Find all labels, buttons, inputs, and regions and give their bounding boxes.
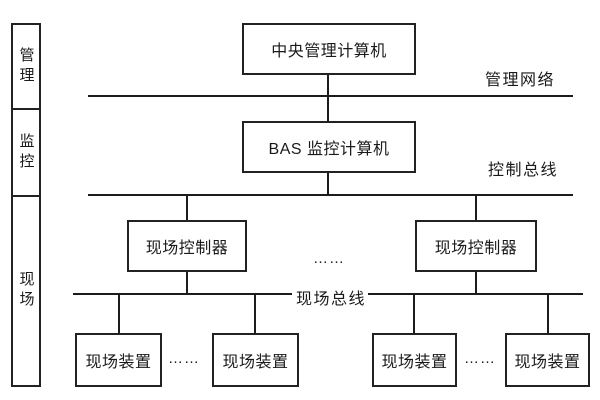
connector-field-bus-to-device-4 bbox=[547, 295, 549, 333]
field-bus-label: 现场总线 bbox=[296, 291, 367, 308]
management-network-bus-line bbox=[88, 95, 573, 97]
ellipsis-between-devices-right: …… bbox=[464, 350, 496, 367]
level-label-management: 管理 bbox=[17, 46, 35, 87]
ellipsis-between-controllers: …… bbox=[313, 250, 345, 267]
control-bus-line bbox=[88, 194, 573, 196]
control-bus-label: 控制总线 bbox=[488, 162, 559, 179]
level-label-monitoring: 监控 bbox=[17, 132, 35, 173]
ellipsis-between-devices-left: …… bbox=[168, 350, 200, 367]
connector-field-bus-to-device-2 bbox=[254, 295, 256, 333]
field-controller-label: 现场控制器 bbox=[145, 240, 229, 257]
field-device-label: 现场装置 bbox=[85, 354, 152, 371]
field-bus-line-left-segment bbox=[73, 293, 292, 295]
connector-bas-to-control-bus bbox=[327, 173, 329, 194]
bas-monitoring-computer-label: BAS 监控计算机 bbox=[268, 141, 390, 158]
field-controller-label: 现场控制器 bbox=[434, 240, 518, 257]
connector-left-controller-to-field-bus bbox=[186, 272, 188, 293]
connector-control-bus-to-left-controller bbox=[186, 196, 188, 220]
field-device-label: 现场装置 bbox=[381, 354, 448, 371]
level-box-management: 管理 bbox=[11, 23, 41, 110]
field-device-node: 现场装置 bbox=[75, 333, 162, 387]
field-controller-node-left: 现场控制器 bbox=[127, 220, 247, 272]
connector-field-bus-to-device-3 bbox=[413, 295, 415, 333]
field-bus-line-right-segment bbox=[368, 293, 583, 295]
field-device-node: 现场装置 bbox=[505, 333, 590, 387]
central-management-computer-node: 中央管理计算机 bbox=[242, 23, 416, 75]
central-management-computer-label: 中央管理计算机 bbox=[271, 43, 387, 60]
connector-control-bus-to-right-controller bbox=[475, 196, 477, 220]
field-controller-node-right: 现场控制器 bbox=[415, 220, 537, 272]
field-device-node: 现场装置 bbox=[212, 333, 299, 387]
level-box-field: 现场 bbox=[11, 195, 41, 387]
connector-right-controller-to-field-bus bbox=[475, 272, 477, 293]
bas-monitoring-computer-node: BAS 监控计算机 bbox=[242, 121, 416, 173]
level-label-field: 现场 bbox=[17, 271, 35, 311]
field-device-label: 现场装置 bbox=[222, 354, 289, 371]
connector-field-bus-to-device-1 bbox=[118, 295, 120, 333]
field-device-label: 现场装置 bbox=[514, 354, 581, 371]
level-box-monitoring: 监控 bbox=[11, 108, 41, 197]
field-device-node: 现场装置 bbox=[372, 333, 457, 387]
connector-central-to-bas bbox=[327, 75, 329, 121]
management-network-label: 管理网络 bbox=[485, 72, 556, 89]
